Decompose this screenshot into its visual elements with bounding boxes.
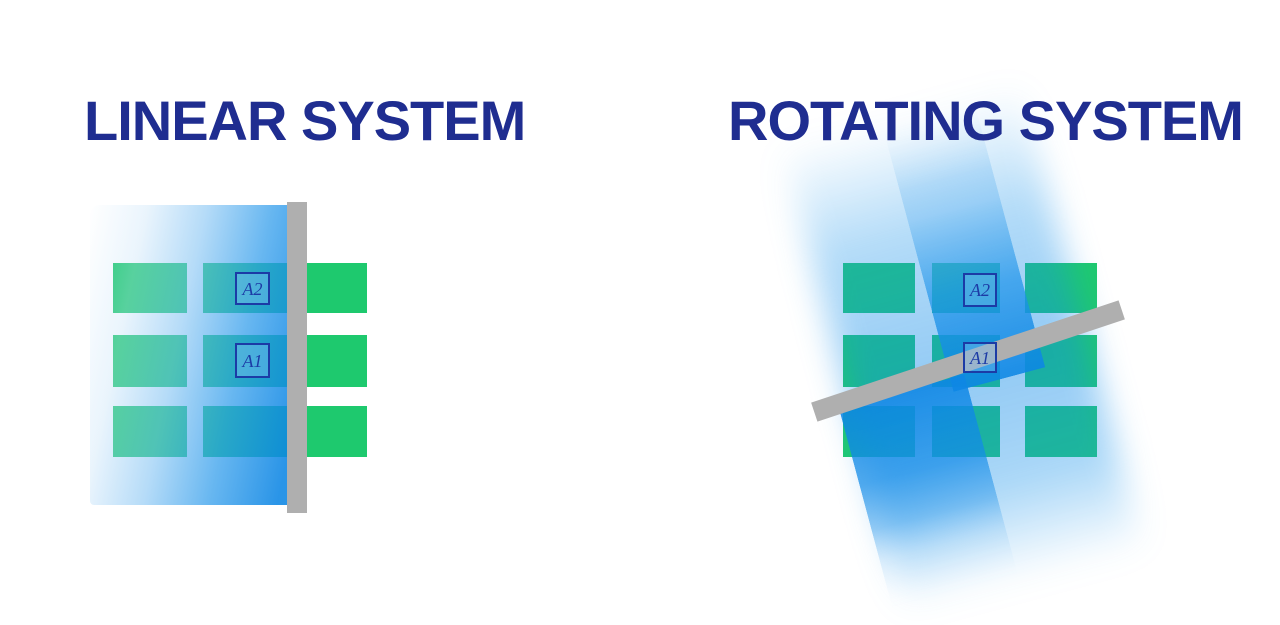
detector-cell xyxy=(1025,263,1097,313)
rotating-title: ROTATING SYSTEM xyxy=(728,88,1244,152)
shutter-bar-vertical xyxy=(287,202,307,513)
detector-cell xyxy=(1025,406,1097,457)
panel-rotating: ROTATING SYSTEM A2 A1 xyxy=(728,73,1244,623)
sensor-label-a2: A2 xyxy=(235,272,270,305)
sensor-label-a1: A1 xyxy=(235,343,270,378)
detector-cell xyxy=(843,263,915,313)
detector-cell xyxy=(307,406,367,457)
sensor-label-a2: A2 xyxy=(963,273,997,307)
panel-linear: LINEAR SYSTEM A2 A1 xyxy=(84,88,526,513)
detector-cell xyxy=(307,263,367,313)
light-beam-linear xyxy=(90,205,287,505)
detector-cell xyxy=(307,335,367,387)
sensor-label-a1: A1 xyxy=(963,342,997,373)
diagram-canvas: LINEAR SYSTEM A2 A1 ROTATING SYSTEM xyxy=(84,73,1244,623)
linear-title: LINEAR SYSTEM xyxy=(84,88,526,152)
